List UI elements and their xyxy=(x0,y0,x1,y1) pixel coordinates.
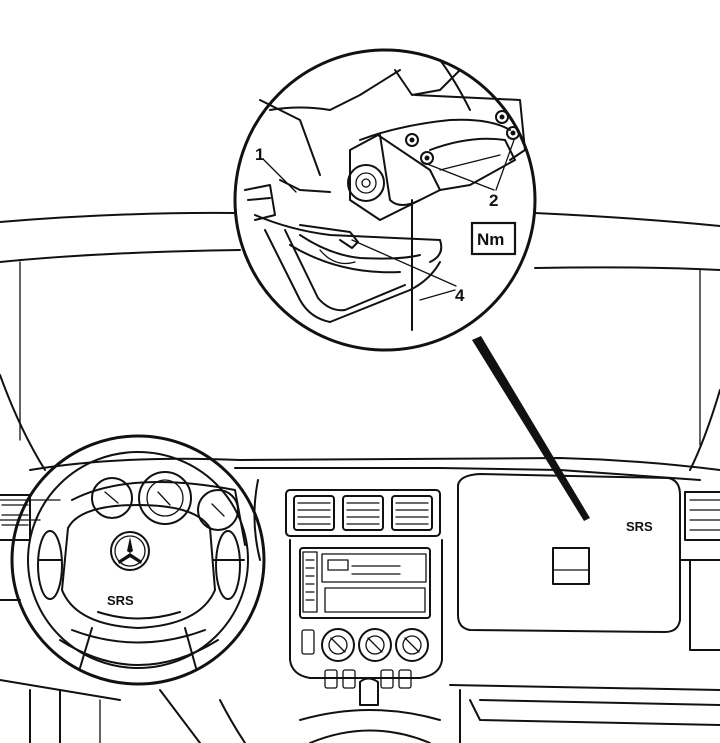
mercedes-star-icon xyxy=(110,531,150,571)
callout-2-label: 2 xyxy=(489,191,498,210)
torque-wrench-nm-icon: Nm xyxy=(470,221,517,256)
callout-4-label: 4 xyxy=(455,286,465,305)
callout-1-label: 1 xyxy=(255,145,264,164)
center-console xyxy=(285,489,443,743)
passenger-airbag-cover xyxy=(457,473,681,633)
torque-nm-label: Nm xyxy=(477,230,504,249)
detail-magnifier xyxy=(233,48,537,352)
passenger-airbag-srs-label: SRS xyxy=(626,519,653,534)
instrument-cluster xyxy=(71,471,246,546)
steering-airbag-srs-label: SRS xyxy=(107,593,134,608)
steering-wheel xyxy=(10,434,266,686)
detail-leader-line xyxy=(472,336,590,521)
windshield-outline xyxy=(0,211,720,471)
